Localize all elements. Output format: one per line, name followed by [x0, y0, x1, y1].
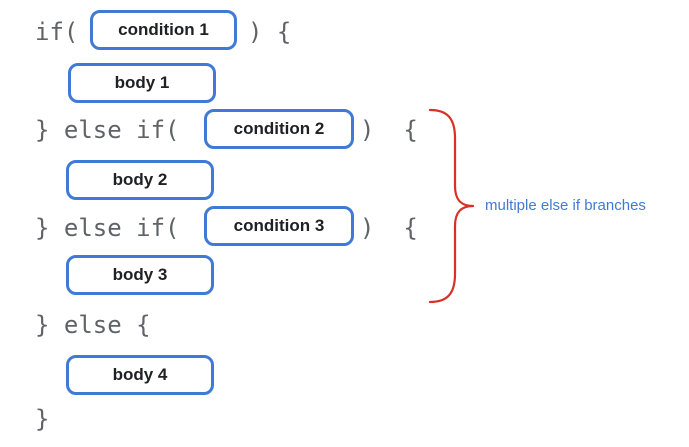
code-if-open: if(: [35, 18, 79, 46]
condition-3-box: condition 3: [204, 206, 354, 246]
code-if-close: ) {: [248, 18, 292, 46]
body-2-box: body 2: [66, 160, 214, 200]
annotation-label: multiple else if branches: [485, 197, 646, 214]
code-elseif-close-2: ) {: [360, 214, 418, 242]
code-elseif-open-1: } else if(: [35, 116, 180, 144]
body-3-box: body 3: [66, 255, 214, 295]
code-elseif-close-1: ) {: [360, 116, 418, 144]
code-elseif-open-2: } else if(: [35, 214, 180, 242]
curly-brace-icon: [428, 108, 475, 304]
code-final-close: }: [35, 405, 50, 433]
body-4-box: body 4: [66, 355, 214, 395]
condition-2-box: condition 2: [204, 109, 354, 149]
curly-brace-path: [428, 108, 475, 304]
body-1-box: body 1: [68, 63, 216, 103]
condition-1-box: condition 1: [90, 10, 237, 50]
code-else-open: } else {: [35, 311, 151, 339]
